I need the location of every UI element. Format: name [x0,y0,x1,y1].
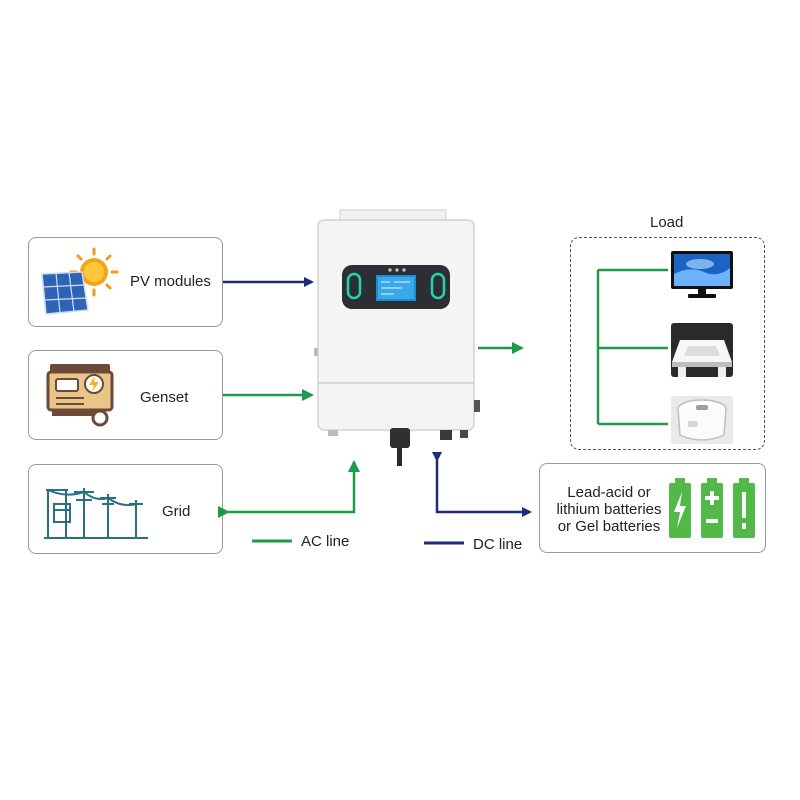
dc-line-legend-label: DC line [473,536,523,553]
inverter-display-panel [342,265,450,309]
battery-icon [669,478,755,538]
load-title: Load [650,214,684,231]
genset-label: Genset [140,389,189,406]
load-branch-lines [596,268,668,426]
solar-panel-icon [41,271,89,315]
power-pylon-icon [44,488,148,539]
battery-dc-line [432,452,532,517]
grid-ac-line [218,460,360,518]
battery-plus-minus-icon [701,478,723,538]
battery-label-line-3: or Gel batteries [557,518,661,535]
load-group-box [570,237,765,450]
ceiling-light-icon [671,323,733,377]
grid-label: Grid [162,503,191,520]
sun-icon [69,247,119,297]
battery-label: Lead-acid or lithium batteries or Gel ba… [548,484,670,535]
solar-panel-sun-icon [41,247,119,315]
inverter-bottom-ports [328,428,468,466]
hybrid-inverter-icon [314,209,480,466]
battery-warning-icon [733,478,755,538]
battery-label-line-2: lithium batteries [556,501,662,518]
pv-modules-label: PV modules [130,273,211,290]
generator-icon [46,364,114,427]
rice-cooker-icon [671,396,733,444]
battery-charging-icon [669,478,691,538]
battery-label-line-1: Lead-acid or [567,484,651,501]
television-icon [671,251,733,298]
ac-line-legend-label: AC line [301,533,350,550]
battery-box [539,463,766,553]
